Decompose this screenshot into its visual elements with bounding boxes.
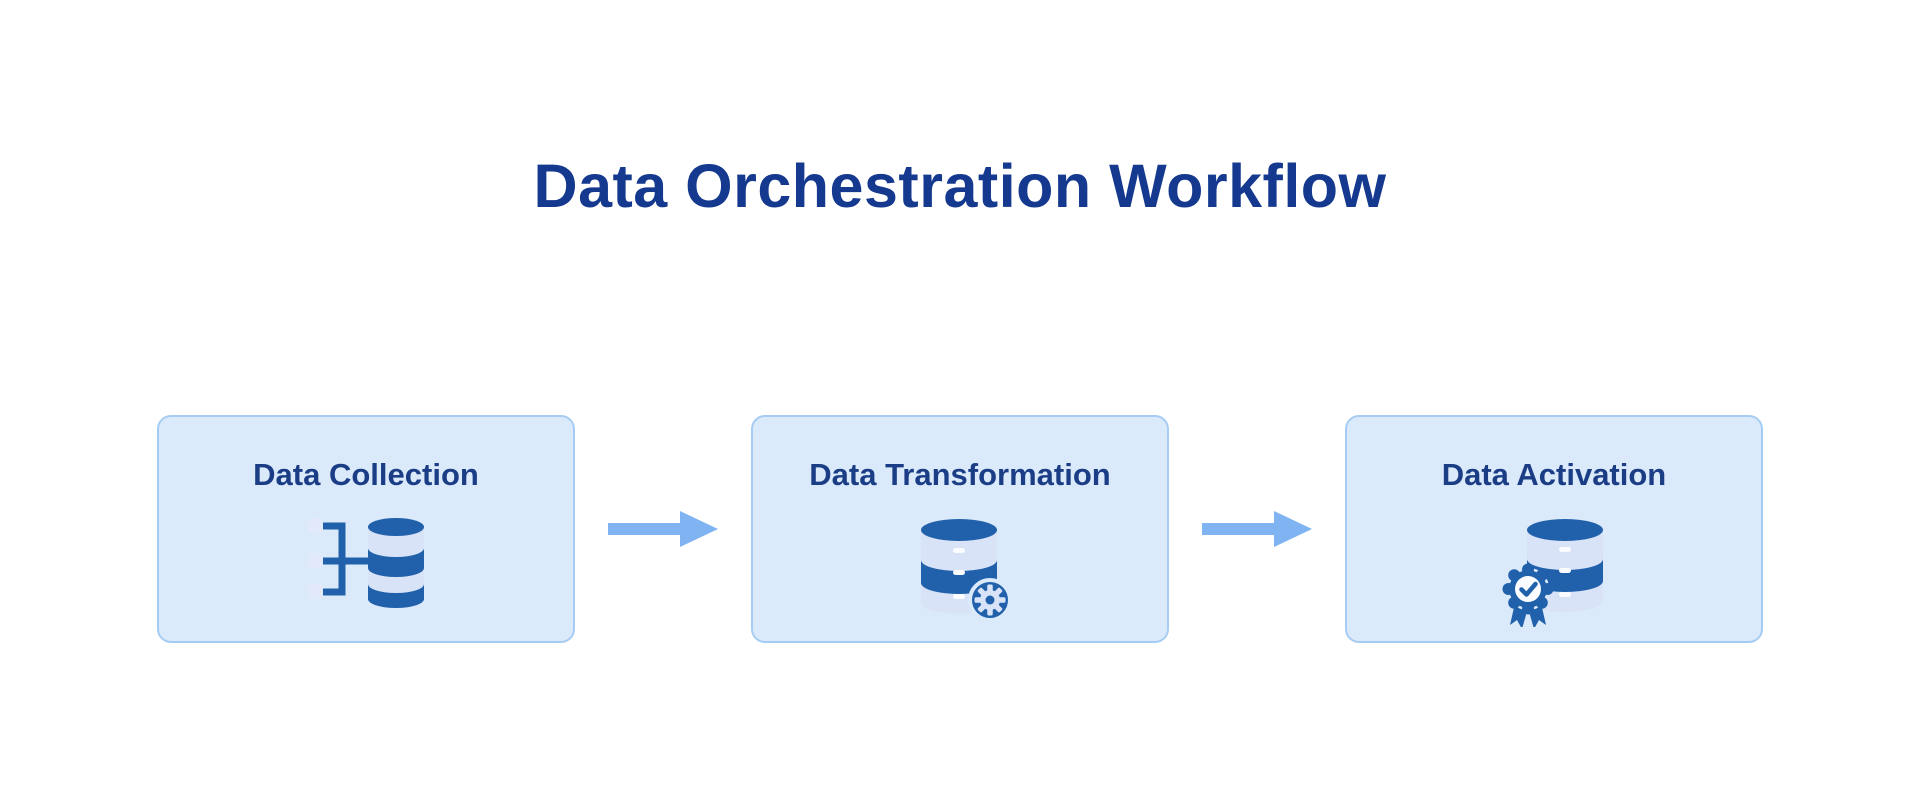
arrow-right-icon <box>1202 511 1312 547</box>
card-label-block: Data Collection <box>253 439 479 511</box>
workflow-card-data-transformation: Data Transformation <box>751 415 1169 643</box>
card-title: Data Transformation <box>809 457 1111 492</box>
arrow-connector <box>575 415 751 643</box>
workflow-row: Data Collection <box>0 415 1920 643</box>
card-label-block: Data Transformation <box>809 439 1110 511</box>
arrow-right-icon <box>608 511 718 547</box>
card-title: Data Collection <box>253 457 479 492</box>
database-gear-icon <box>907 517 1013 641</box>
database-collection-icon <box>308 517 424 641</box>
database-award-icon <box>1501 517 1607 641</box>
card-label-block: Data Activation <box>1442 439 1667 511</box>
card-title: Data Activation <box>1441 457 1667 492</box>
workflow-card-data-collection: Data Collection <box>157 415 575 643</box>
arrow-connector <box>1169 415 1345 643</box>
page-title: Data Orchestration Workflow <box>533 152 1387 220</box>
workflow-card-data-activation: Data Activation <box>1345 415 1763 643</box>
